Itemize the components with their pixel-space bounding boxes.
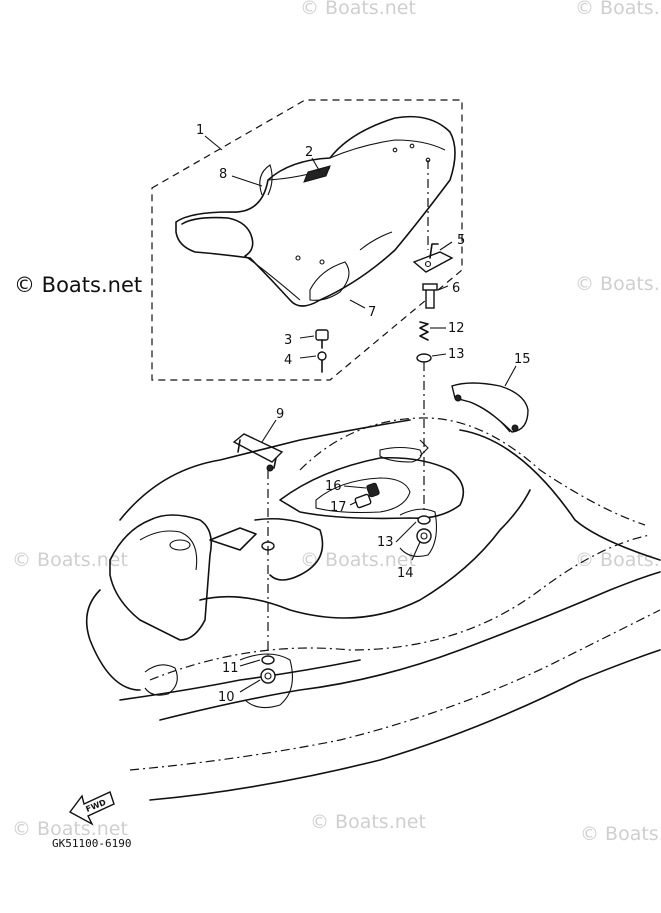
leader-lines (204, 135, 517, 693)
label-part-5: 5 (457, 233, 465, 248)
washer-11 (261, 655, 275, 665)
diagram-code: GK51100-6190 (52, 837, 131, 850)
nut-14 (416, 528, 432, 544)
label-part-4: 4 (284, 353, 292, 368)
watermark-bottom-left: © Boats.net (12, 818, 128, 840)
watermark-bottom-right: © Boats.net (580, 823, 661, 845)
label-part-15: 15 (514, 352, 531, 367)
label-part-9: 9 (276, 407, 284, 422)
nut-17 (354, 493, 372, 509)
watermark-center: © Boats.net (300, 549, 416, 571)
label-part-2: 2 (305, 145, 313, 160)
watermark-left: © Boats.net (12, 549, 128, 571)
label-part-1: 1 (196, 123, 204, 138)
nut-16 (366, 482, 380, 498)
label-part-13-upper: 13 (448, 347, 465, 362)
watermark-top: © Boats.net (300, 0, 416, 19)
watermark-top-right: © Boats.net (575, 0, 661, 19)
watermark-main: © Boats.net (14, 273, 142, 297)
label-part-7: 7 (368, 305, 376, 320)
seat-hook-bracket (412, 243, 454, 273)
seat (175, 115, 456, 307)
washer-lower-right (417, 515, 431, 525)
seat-damper (315, 329, 329, 349)
watermark-right-mid: © Boats.net (575, 273, 661, 295)
label-part-6: 6 (452, 281, 460, 296)
rear-cover (451, 382, 529, 433)
hull-deck (85, 417, 661, 801)
forward-arrow-icon: FWD (68, 791, 115, 826)
label-part-14: 14 (397, 566, 414, 581)
watermark-bottom-center: © Boats.net (310, 811, 426, 833)
label-part-8: 8 (219, 167, 227, 182)
seat-stud (317, 351, 327, 373)
watermark-right: © Boats.net (575, 549, 661, 571)
label-part-13-lower: 13 (377, 535, 394, 550)
label-part-17: 17 (330, 500, 347, 515)
label-part-11: 11 (222, 661, 239, 676)
nut-10 (260, 668, 276, 684)
washer-upper (416, 353, 432, 363)
seat-assembly-box (151, 99, 463, 381)
bolt (422, 283, 438, 309)
lock-spring (419, 321, 429, 341)
label-part-16: 16 (325, 479, 342, 494)
seat-lock-bracket (232, 433, 284, 472)
label-part-12: 12 (448, 321, 465, 336)
label-part-3: 3 (284, 333, 292, 348)
label-part-10: 10 (218, 690, 235, 705)
